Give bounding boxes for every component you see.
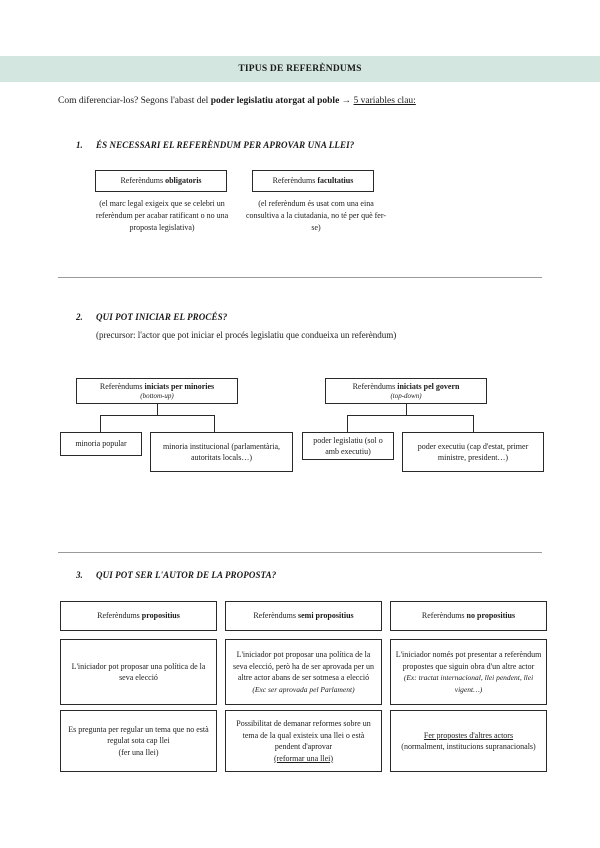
box-label-normal: Referèndums (120, 176, 166, 186)
proposal-author-cell-propositius-definition: L'iniciador pot proposar una política de… (60, 639, 217, 705)
proposal-author-header-no-propositius: Referèndums no propositius (390, 601, 547, 631)
proposal-author-cell-semi-propositius-effect: Possibilitat de demanar reformes sobre u… (225, 710, 382, 772)
box-label-bold: obligatoris (165, 176, 202, 186)
section-1-heading: ÉS NECESSARI EL REFERÈNDUM PER APROVAR U… (96, 140, 355, 150)
box-label-bold: facultatius (317, 176, 354, 186)
intro-paragraph: Com diferenciar-los? Segons l'abast del … (58, 94, 558, 108)
proposal-author-header-semi-propositius: Referèndums semi propositius (225, 601, 382, 631)
col-header-bold: propositius (141, 611, 180, 621)
initiator-child-box-poder-legislatiu: poder legislatiu (sol o amb executiu) (302, 432, 394, 460)
intro-bold: poder legislatiu atorgat al poble (210, 96, 340, 106)
tree-connector-left-drop-1 (100, 415, 101, 432)
section-divider-2 (58, 552, 542, 553)
cell-main-text: L'iniciador només pot presentar a referè… (395, 650, 542, 671)
referendum-type-box-facultatius: Referèndums facultatius (252, 170, 374, 192)
col-header-normal: Referèndums (253, 611, 298, 621)
referendum-type-caption-obligatoris: (el marc legal exigeix que se celebri un… (95, 199, 229, 232)
box-label-normal: Referèndums (272, 176, 318, 186)
box-label-normal: Referèndums (99, 381, 145, 391)
tree-connector-left-stem (157, 404, 158, 415)
cell-note-text: (Ex: tractat internacional, llei pendent… (403, 673, 534, 694)
page-title: TIPUS DE REFERÈNDUMS (238, 64, 362, 74)
initiator-child-box-minoria-popular: minoria popular (60, 432, 142, 456)
col-header-bold: no propositius (466, 611, 516, 621)
col-header-normal: Referèndums (421, 611, 467, 621)
intro-underlined: 5 variables clau: (353, 96, 416, 106)
process-initiator-box-minories: Referèndums iniciats per minories (botto… (76, 378, 238, 404)
tree-connector-right-bar (347, 415, 473, 416)
proposal-author-cell-propositius-effect: Es pregunta per regular un tema que no e… (60, 710, 217, 772)
cell-note-text: (Exc ser aprovada pel Parlament) (252, 684, 355, 694)
intro-arrow: → (339, 96, 354, 106)
initiator-child-box-poder-executiu: poder executiu (cap d'estat, primer mini… (402, 432, 544, 472)
referendum-type-box-obligatoris: Referèndums obligatoris (95, 170, 227, 192)
section-divider-1 (58, 277, 542, 278)
cell-note-text: (normalment, institucions supranacionals… (401, 742, 536, 751)
process-initiator-box-govern: Referèndums iniciats pel govern (top-dow… (325, 378, 487, 404)
proposal-author-cell-no-propositius-effect: Fer propostes d'altres actors (normalmen… (390, 710, 547, 772)
section-3-heading: QUI POT SER L'AUTOR DE LA PROPOSTA? (96, 570, 277, 580)
section-2-heading: QUI POT INICIAR EL PROCÉS? (96, 312, 228, 322)
cell-main-text: L'iniciador pot proposar una política de… (232, 650, 375, 682)
col-header-normal: Referèndums (97, 611, 142, 621)
section-3-number: 3. (76, 570, 83, 580)
document-title-band: TIPUS DE REFERÈNDUMS (0, 56, 600, 82)
proposal-author-cell-no-propositius-definition: L'iniciador només pot presentar a referè… (390, 639, 547, 705)
section-1-number: 1. (76, 140, 83, 150)
box-label-normal: Referèndums (352, 381, 398, 391)
tree-connector-right-stem (406, 404, 407, 415)
cell-main-text: Fer propostes d'altres actors (423, 730, 514, 740)
tree-connector-left-drop-2 (214, 415, 215, 432)
section-2-number: 2. (76, 312, 83, 322)
cell-note-text: (reformar una llei) (273, 753, 334, 763)
referendum-type-caption-facultatius: (el referèndum és usat com una eina cons… (246, 199, 386, 232)
col-header-bold: semi propositius (298, 611, 354, 621)
initiator-child-box-minoria-institucional: minoria institucional (parlamentària, au… (150, 432, 293, 472)
tree-connector-right-drop-1 (347, 415, 348, 432)
box-label-bold: iniciats pel govern (397, 381, 460, 391)
proposal-author-cell-semi-propositius-definition: L'iniciador pot proposar una política de… (225, 639, 382, 705)
proposal-author-header-propositius: Referèndums propositius (60, 601, 217, 631)
box-label-italic: (bottom-up) (140, 391, 174, 400)
tree-connector-left-bar (100, 415, 214, 416)
intro-lead: Com diferenciar-los? Segons l'abast del (58, 96, 211, 106)
section-2-subheading: (precursor: l'actor que pot iniciar el p… (96, 330, 397, 340)
cell-main-text: Possibilitat de demanar reformes sobre u… (236, 719, 371, 751)
box-label-italic: (top-down) (390, 391, 422, 400)
cell-note-text: (fer una llei) (118, 747, 159, 757)
tree-connector-right-drop-2 (473, 415, 474, 432)
cell-main-text: Es pregunta per regular un tema que no e… (68, 724, 209, 746)
box-label-bold: iniciats per minories (144, 381, 215, 391)
